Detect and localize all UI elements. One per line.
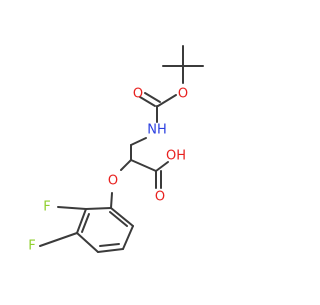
- fluorine-ortho: F: [43, 200, 50, 215]
- bond: [120, 159, 132, 171]
- molecule-structure: O O NH O OH O F F: [28, 45, 204, 254]
- ether-oxygen: O: [108, 174, 118, 189]
- amine-nh: NH: [147, 123, 167, 138]
- bond: [122, 225, 134, 250]
- bond: [99, 243, 120, 247]
- acid-carbonyl-oxygen: O: [155, 190, 165, 205]
- bond: [110, 192, 113, 209]
- bond: [81, 213, 90, 233]
- bond: [97, 248, 124, 253]
- bond: [76, 232, 99, 253]
- bond: [109, 211, 128, 227]
- bond: [139, 96, 156, 107]
- bond: [110, 207, 134, 227]
- bond: [57, 206, 87, 210]
- bond: [39, 232, 78, 247]
- structure-canvas: O O NH O OH O F F: [28, 45, 204, 254]
- acid-hydroxyl: OH: [166, 149, 186, 164]
- bond: [144, 92, 161, 103]
- bond: [157, 94, 177, 107]
- bonds: [39, 45, 204, 253]
- bond: [76, 208, 87, 234]
- atom-labels: O O NH O OH O F F: [28, 87, 188, 254]
- bond: [85, 207, 112, 210]
- bond: [130, 137, 147, 146]
- bond: [130, 159, 157, 172]
- ester-oxygen: O: [178, 87, 188, 102]
- fluorine-meta: F: [28, 239, 35, 254]
- bond: [155, 161, 169, 172]
- carbamate-carbonyl-oxygen: O: [133, 87, 143, 102]
